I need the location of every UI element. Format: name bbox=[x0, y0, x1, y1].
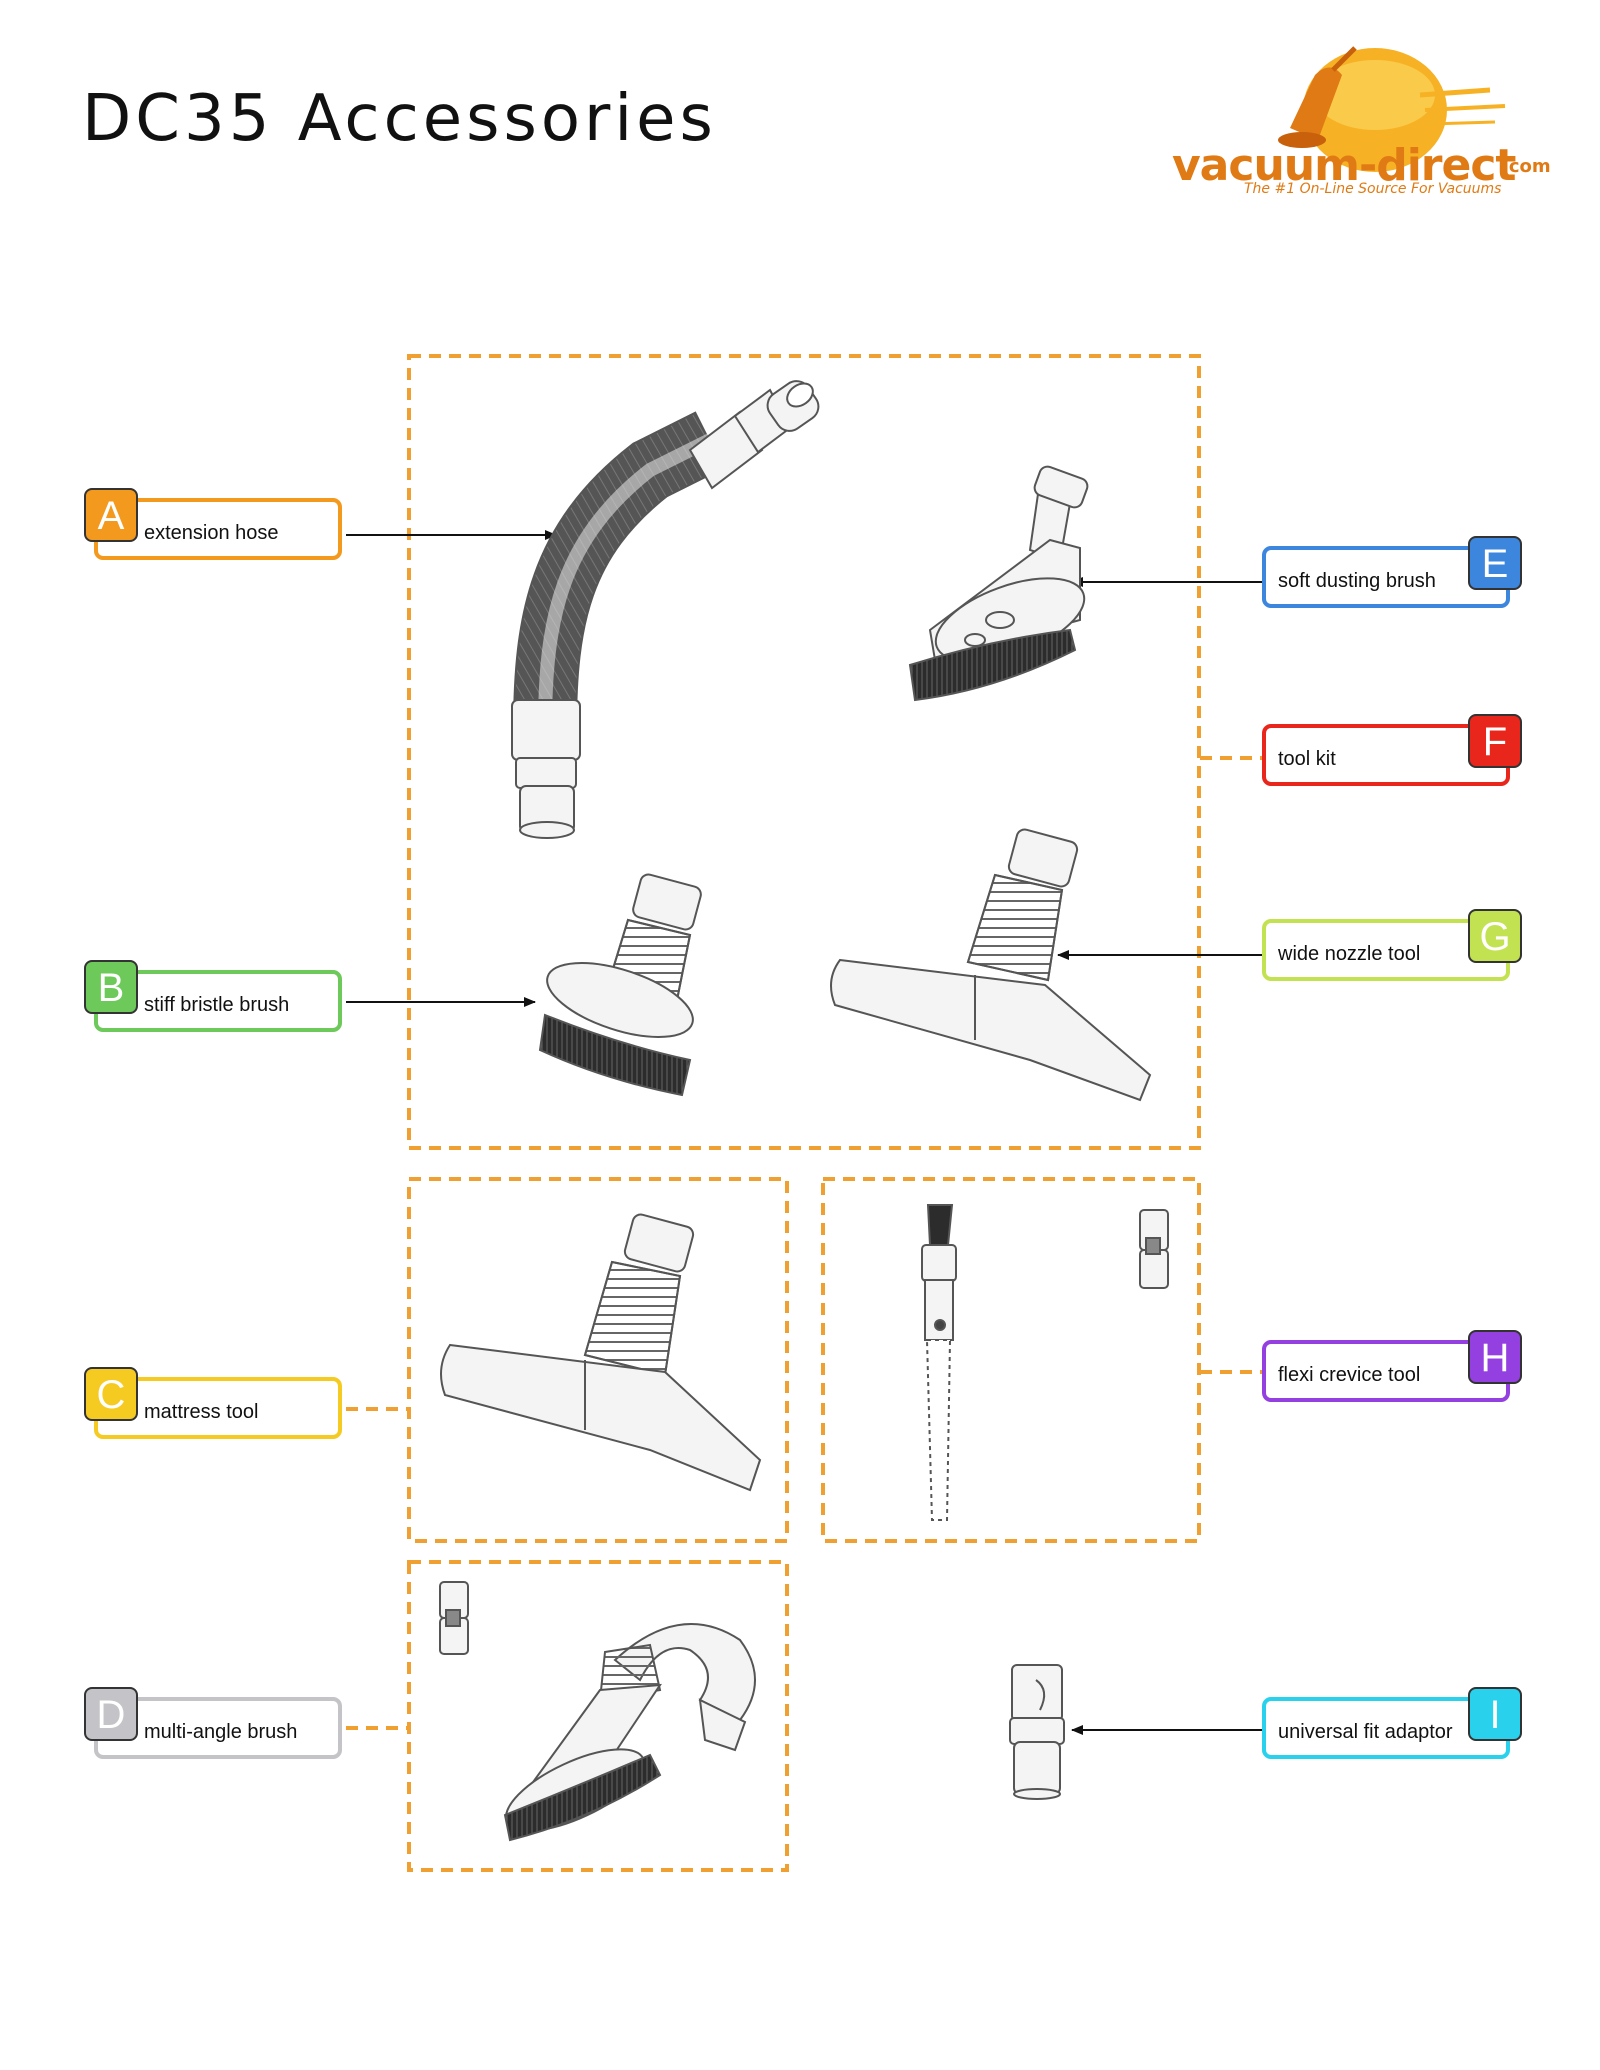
label-flexi-crevice-tool: H flexi crevice tool bbox=[1262, 1330, 1522, 1402]
badge-b: B bbox=[84, 960, 138, 1014]
label-stiff-bristle-brush-text: stiff bristle brush bbox=[144, 994, 290, 1016]
page-title: DC35 Accessories bbox=[82, 82, 717, 156]
mattress-tool-illustration bbox=[440, 1213, 762, 1492]
label-stiff-bristle-brush: B stiff bristle brush bbox=[84, 960, 342, 1032]
badge-i: I bbox=[1468, 1687, 1522, 1741]
logo-brand: vacuum-direct bbox=[1172, 140, 1516, 191]
soft-dusting-brush-illustration bbox=[908, 465, 1089, 702]
label-tool-kit: F tool kit bbox=[1262, 714, 1522, 786]
label-mattress-tool: C mattress tool bbox=[84, 1367, 342, 1439]
flexi-crevice-frame bbox=[821, 1177, 1201, 1543]
stiff-bristle-brush-illustration bbox=[538, 873, 702, 1097]
wide-nozzle-tool-illustration bbox=[830, 828, 1152, 1102]
badge-f: F bbox=[1468, 714, 1522, 768]
logo-tld: .com bbox=[1502, 156, 1551, 177]
leader-arrows bbox=[346, 530, 1262, 1735]
badge-h: H bbox=[1468, 1330, 1522, 1384]
badge-c: C bbox=[84, 1367, 138, 1421]
multi-angle-frame bbox=[407, 1560, 789, 1872]
tool-kit-frame bbox=[407, 354, 1201, 1150]
multi-angle-brush-illustration bbox=[439, 1581, 756, 1842]
label-multi-angle-brush: D multi-angle brush bbox=[84, 1687, 342, 1759]
label-universal-fit-adaptor-text: universal fit adaptor bbox=[1278, 1721, 1453, 1743]
badge-e: E bbox=[1468, 536, 1522, 590]
label-mattress-tool-text: mattress tool bbox=[144, 1401, 259, 1423]
label-flexi-crevice-tool-text: flexi crevice tool bbox=[1278, 1364, 1421, 1386]
label-universal-fit-adaptor: I universal fit adaptor bbox=[1262, 1687, 1522, 1759]
mattress-tool-frame bbox=[407, 1177, 789, 1543]
universal-fit-adaptor-illustration bbox=[1009, 1664, 1065, 1800]
badge-g: G bbox=[1468, 909, 1522, 963]
badge-a: A bbox=[84, 488, 138, 542]
label-soft-dusting-brush: E soft dusting brush bbox=[1262, 536, 1522, 608]
vacuum-logo-icon bbox=[1278, 46, 1506, 172]
dashed-frames bbox=[346, 354, 1262, 1872]
label-tool-kit-text: tool kit bbox=[1278, 748, 1336, 770]
flexi-crevice-tool-illustration bbox=[921, 1204, 1169, 1521]
badge-d: D bbox=[84, 1687, 138, 1741]
label-soft-dusting-brush-text: soft dusting brush bbox=[1278, 570, 1436, 592]
label-extension-hose: A extension hose bbox=[84, 488, 342, 560]
label-extension-hose-text: extension hose bbox=[144, 522, 279, 544]
extension-hose-illustration bbox=[511, 380, 820, 839]
label-multi-angle-brush-text: multi-angle brush bbox=[144, 1721, 298, 1743]
logo-tagline: The #1 On-Line Source For Vacuums bbox=[1244, 181, 1502, 197]
label-wide-nozzle-tool: G wide nozzle tool bbox=[1262, 909, 1522, 981]
label-wide-nozzle-tool-text: wide nozzle tool bbox=[1278, 943, 1421, 965]
